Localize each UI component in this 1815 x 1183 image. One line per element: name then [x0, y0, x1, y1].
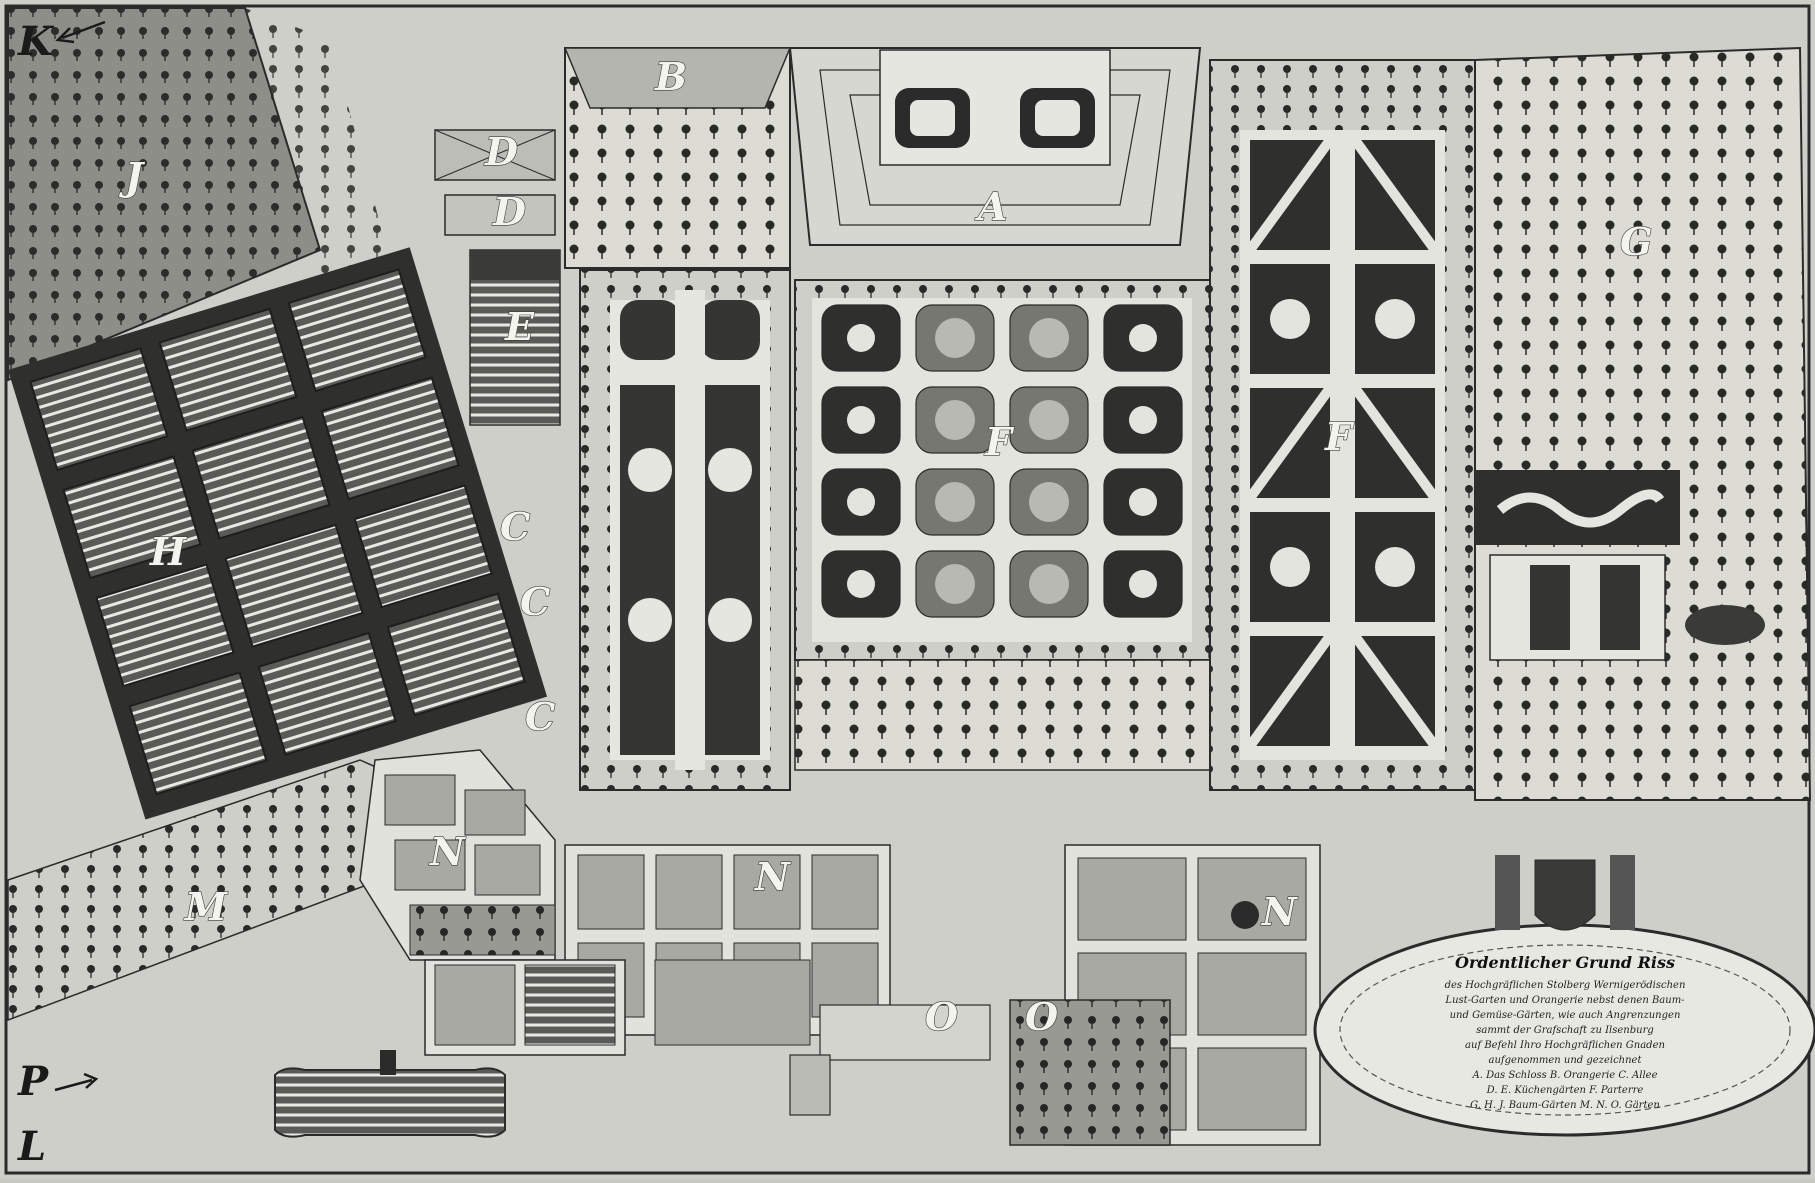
cartouche-line: sammt der Grafschaft zu Ilsenburg [1476, 1025, 1654, 1036]
orchard-g [1474, 46, 1812, 801]
cartouche-title: Ordentlicher Grund Riss [1455, 953, 1675, 972]
pond-east [1685, 605, 1765, 645]
letter-n-east: N [1261, 889, 1298, 934]
parterre-f-west [579, 269, 791, 791]
letter-c-1: C [500, 504, 530, 549]
garden-o-west [789, 1004, 991, 1116]
garden-n-west [359, 749, 556, 961]
letter-f-east: F [1324, 414, 1355, 459]
letter-n-center: N [754, 854, 791, 899]
letter-k: K [17, 18, 55, 65]
letter-b: B [654, 54, 687, 99]
pond-d-lower [444, 194, 556, 236]
maze-garden [1475, 470, 1765, 661]
cartouche-line: D. E. Küchengärten F. Parterre [1486, 1085, 1644, 1096]
cartouche-line: des Hochgräflichen Stolberg Wernigerödis… [1445, 980, 1686, 991]
letter-o-west: O [925, 994, 958, 1039]
letter-c-3: C [525, 694, 555, 739]
garden-n-center [564, 844, 891, 1036]
letter-h: H [149, 529, 187, 574]
cartouche-line: A. Das Schloss B. Orangerie C. Allee [1471, 1070, 1657, 1081]
letter-c-2: C [520, 579, 550, 624]
map-frame [4, 4, 1811, 1175]
map-letters: K P L J H M A B D D E C C C F F G N N N … [17, 18, 1653, 1170]
letter-d-upper: D [484, 129, 518, 174]
arrow-icon-south [54, 1072, 99, 1092]
letter-f-center: F [984, 419, 1015, 464]
letter-o-east: O [1025, 994, 1058, 1039]
garden-o-east [1009, 999, 1171, 1146]
letter-l: L [17, 1123, 46, 1170]
parterre-f-east [1209, 59, 1476, 791]
kitchen-garden-h [8, 247, 548, 820]
cartouche-line: und Gemüse-Gärten, wie auch Angrenzungen [1450, 1010, 1681, 1021]
letter-n-west: N [429, 829, 466, 874]
arrow-icon-north [55, 20, 106, 44]
inset-drawing [274, 1050, 506, 1138]
letter-g: G [1620, 219, 1652, 264]
letter-a: A [975, 184, 1007, 229]
parterre-f-center [794, 279, 1211, 771]
schloss-a [788, 47, 1202, 246]
cartouche-line: Lust-Garten und Orangerie nebst denen Ba… [1444, 995, 1685, 1006]
small-parterre [424, 959, 811, 1056]
letter-e: E [504, 304, 535, 349]
letter-d-lower: D [492, 189, 526, 234]
cartouche-line: G. H. J. Baum-Gärten M. N. O. Gärten [1470, 1100, 1660, 1111]
cartouche: Ordentlicher Grund Riss des Hochgräflich… [1313, 855, 1815, 1137]
cartouche-line: auf Befehl Ihro Hochgräflichen Gnaden [1465, 1040, 1665, 1051]
letter-p: P [17, 1058, 50, 1105]
cartouche-line: aufgenommen und gezeichnet [1489, 1055, 1643, 1066]
letter-m: M [183, 884, 228, 929]
coat-of-arms [1495, 855, 1635, 931]
